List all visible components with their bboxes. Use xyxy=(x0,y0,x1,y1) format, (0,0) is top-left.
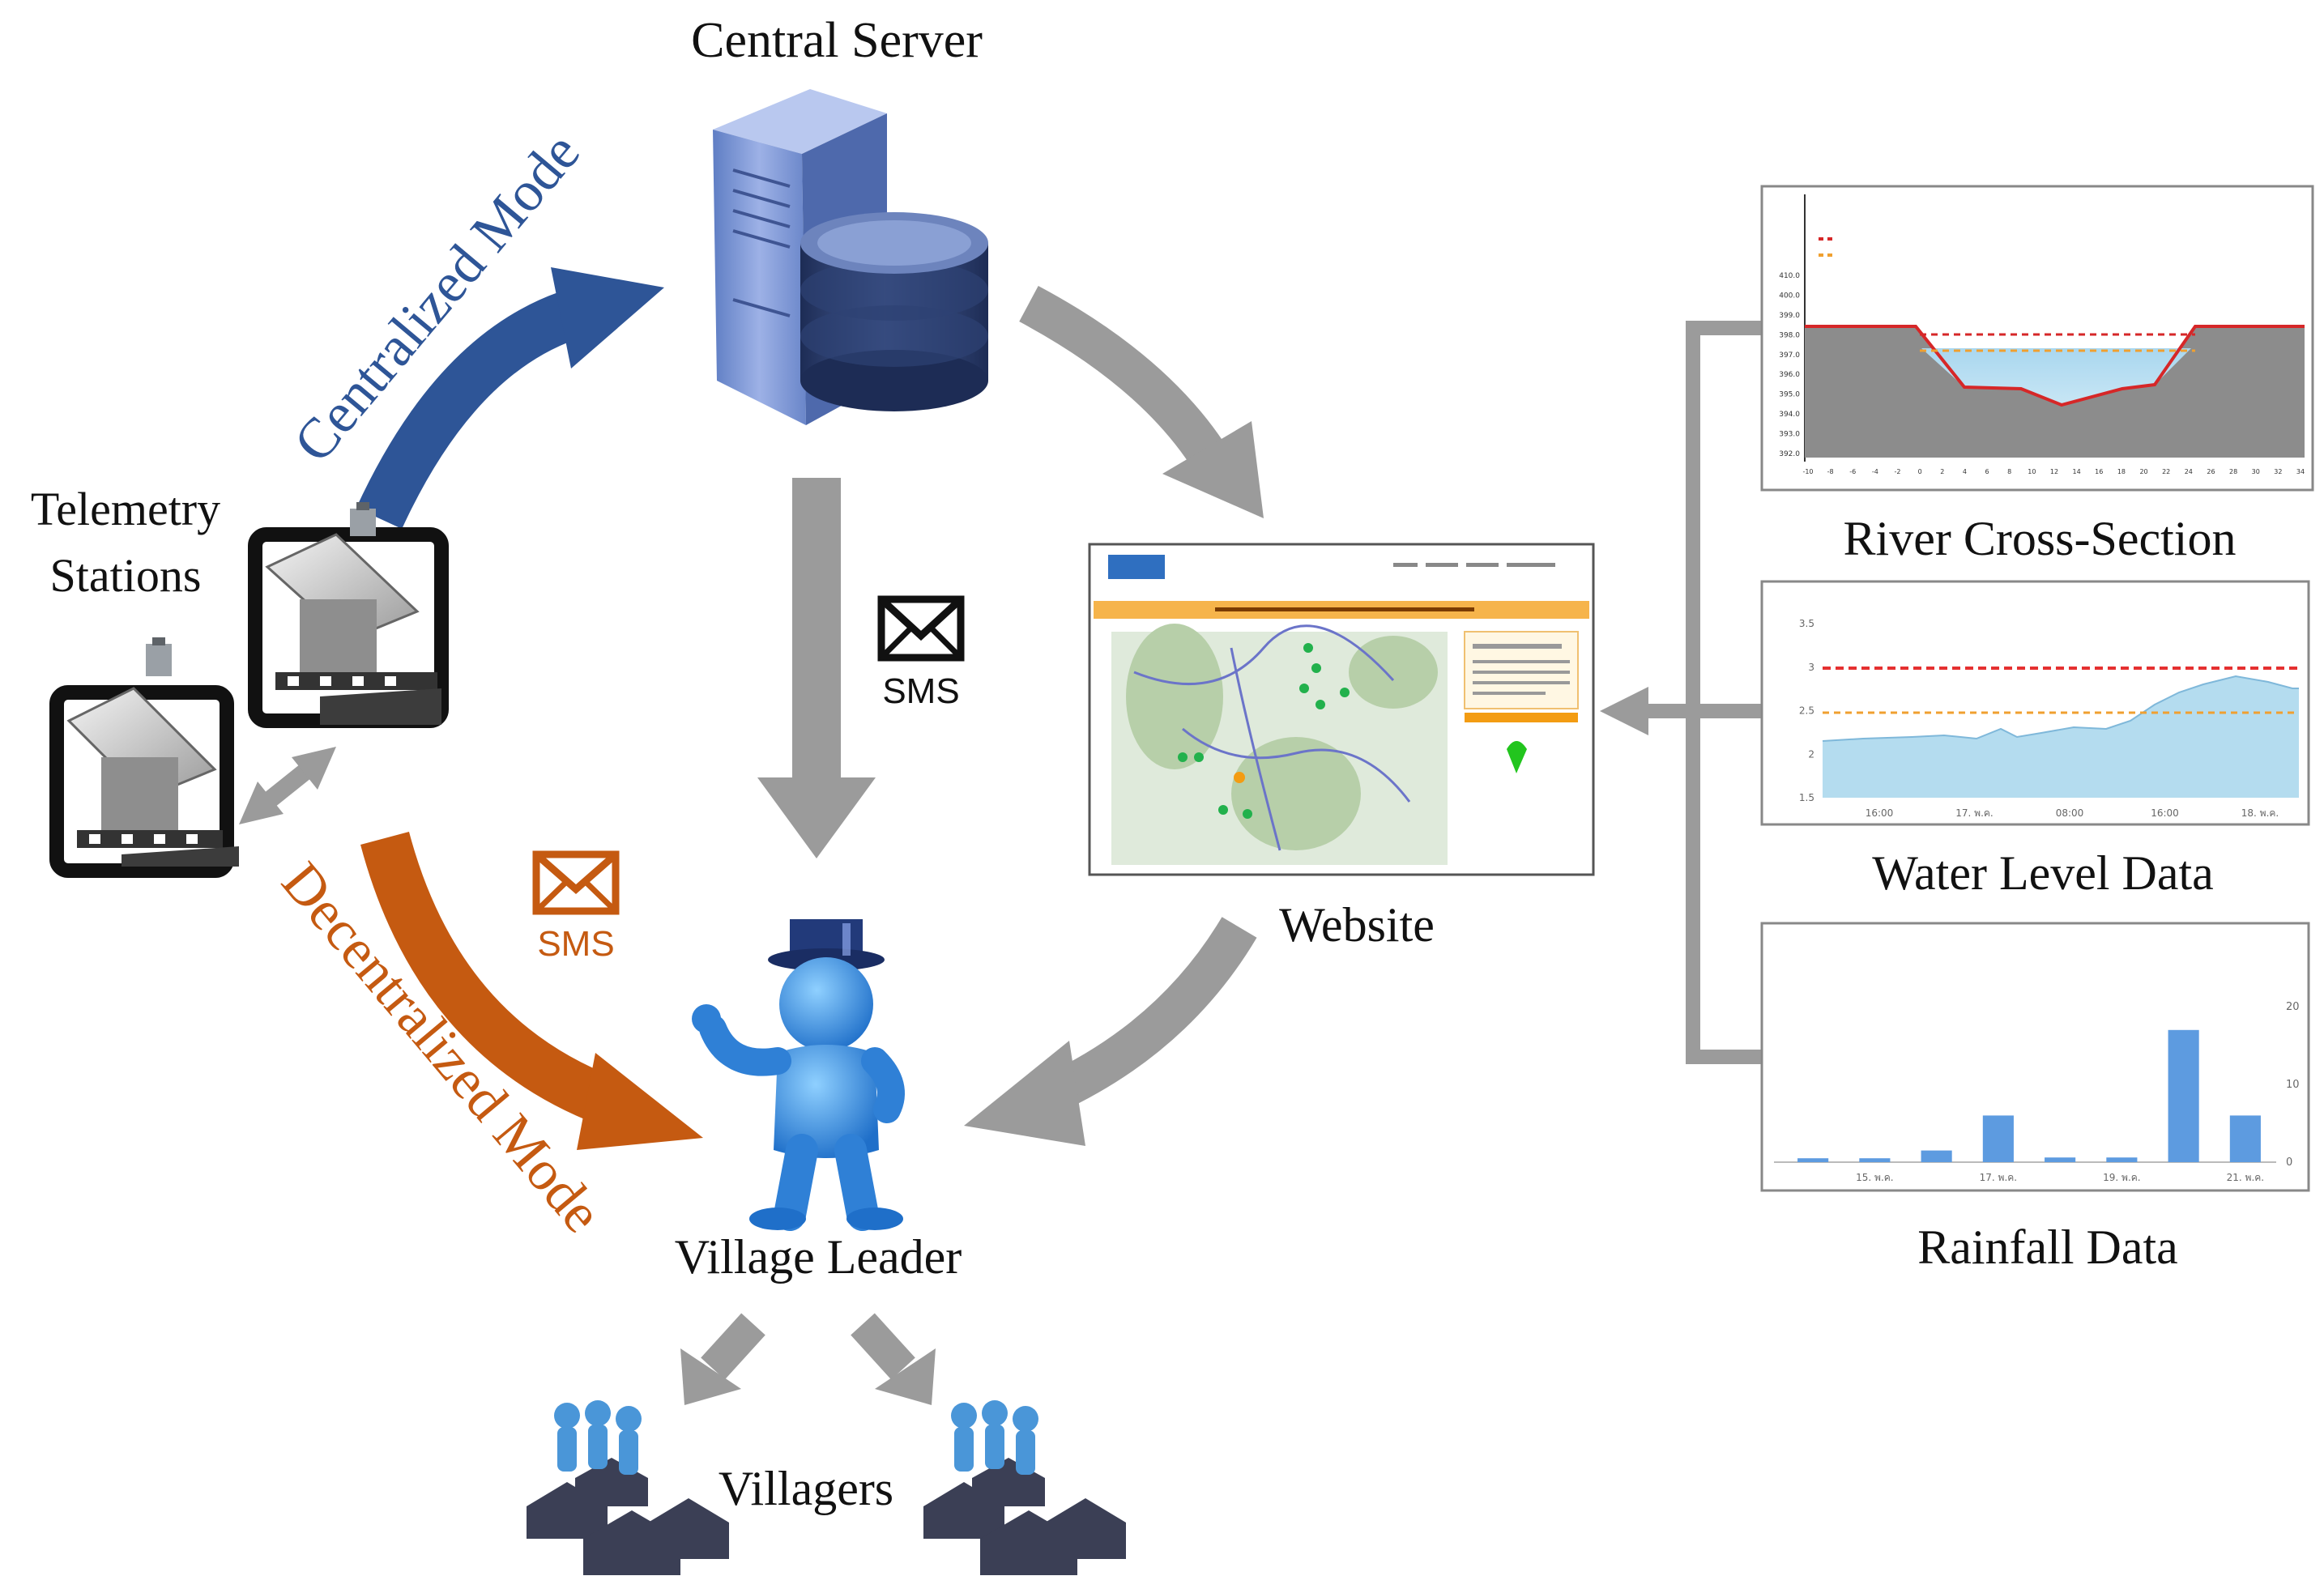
villagers-group-icon xyxy=(923,1400,1126,1575)
water-level-chart: 1.5 2 2.5 3 3.5 16:00 17. พ.ค. 08:00 16:00 18. พ… xyxy=(1760,580,2310,826)
y-tick-label: 3 xyxy=(1808,662,1814,673)
x-tick-label: 30 xyxy=(2252,468,2260,475)
x-tick-label: 18 xyxy=(2117,468,2126,475)
x-tick-label: 0 xyxy=(1918,468,1922,475)
x-tick-label: 6 xyxy=(1985,468,1989,475)
x-tick-label: 16 xyxy=(2095,468,2103,475)
x-tick-label: 08:00 xyxy=(2056,807,2084,819)
decentralized-mode-arrow xyxy=(360,832,703,1150)
leader-to-villagers-left-arrow xyxy=(680,1313,765,1405)
x-tick-label: 17. พ.ค. xyxy=(1980,1172,2017,1183)
x-tick-label: -10 xyxy=(1802,468,1813,475)
river-cross-section-label: River Cross-Section xyxy=(1844,512,2237,565)
leader-to-villagers-right-arrow xyxy=(851,1313,936,1405)
rainfall-bar xyxy=(2045,1157,2076,1162)
y-tick-label: 20 xyxy=(2286,1001,2300,1013)
y-tick-label: 397.0 xyxy=(1779,351,1800,360)
y-tick-label: 394.0 xyxy=(1779,411,1800,419)
rainfall-bar xyxy=(2168,1029,2199,1162)
x-tick-label: 18. พ.ค. xyxy=(2241,807,2279,819)
y-tick-label: 2.5 xyxy=(1799,705,1814,717)
sms-envelope-icon xyxy=(877,595,965,662)
legend xyxy=(1819,237,1832,241)
village-leader-label: Village Leader xyxy=(675,1230,962,1284)
x-tick-label: -6 xyxy=(1849,468,1856,475)
rainfall-bar xyxy=(1797,1158,1829,1162)
y-tick-label: 2 xyxy=(1808,748,1814,760)
x-tick-label: 26 xyxy=(2207,468,2215,475)
website-logo-icon xyxy=(1108,555,1165,579)
village-leader-figure-icon xyxy=(692,919,905,1231)
x-tick-label: 22 xyxy=(2162,468,2170,475)
charts-to-website-connector xyxy=(1600,321,1762,1064)
rainfall-data-label: Rainfall Data xyxy=(1917,1220,2178,1274)
y-tick-label: 400.0 xyxy=(1779,292,1800,300)
y-tick-label: 396.0 xyxy=(1779,371,1800,379)
centralized-mode-arrow xyxy=(356,267,664,529)
x-tick-label: 4 xyxy=(1963,468,1967,475)
x-tick-label: 12 xyxy=(2050,468,2058,475)
telemetry-station-icon xyxy=(248,502,449,728)
x-tick-label: 17. พ.ค. xyxy=(1955,807,1993,819)
x-tick-label: 8 xyxy=(2007,468,2011,475)
y-tick-label: 392.0 xyxy=(1779,450,1800,458)
sms-label-decentral: SMS xyxy=(537,924,614,964)
server-to-leader-arrow xyxy=(757,478,876,858)
x-tick-label: 16:00 xyxy=(1866,807,1894,819)
x-tick-label: -2 xyxy=(1895,468,1901,475)
x-tick-label: 21. พ.ค. xyxy=(2227,1172,2264,1183)
rainfall-bar xyxy=(1982,1115,2014,1162)
y-tick-label: 1.5 xyxy=(1799,792,1814,803)
server-to-website-arrow xyxy=(1019,285,1264,518)
central-server-label: Central Server xyxy=(691,13,983,68)
y-tick-label: 398.0 xyxy=(1779,331,1800,339)
sms-label-central: SMS xyxy=(882,671,959,711)
telemetry-label-line1: Telemetry xyxy=(31,483,220,535)
x-tick-label: 15. พ.ค. xyxy=(1856,1172,1893,1183)
x-tick-label: -4 xyxy=(1872,468,1878,475)
y-tick-label: 10 xyxy=(2286,1079,2300,1091)
x-tick-label: 24 xyxy=(2185,468,2193,475)
website-to-leader-arrow xyxy=(964,917,1257,1146)
villagers-label: Villagers xyxy=(719,1462,893,1515)
x-tick-label: 28 xyxy=(2229,468,2237,475)
x-tick-label: 16:00 xyxy=(2151,807,2179,819)
x-tick-label: -8 xyxy=(1827,468,1834,475)
water-level-data-label: Water Level Data xyxy=(1872,846,2214,900)
x-tick-label: 32 xyxy=(2274,468,2282,475)
telemetry-station-icon xyxy=(49,637,239,878)
x-tick-label: 14 xyxy=(2073,468,2081,475)
station-link-double-arrow xyxy=(239,747,336,824)
rainfall-chart: 0 10 20 15. พ.ค. 17. พ.ค. 19. พ.ค. 21. พ.ค. xyxy=(1760,922,2310,1192)
rainfall-bar xyxy=(1859,1158,1891,1162)
sms-envelope-orange-icon xyxy=(532,850,620,915)
y-tick-label: 3.5 xyxy=(1799,618,1814,629)
rainfall-bar xyxy=(2229,1115,2261,1162)
x-tick-label: 34 xyxy=(2296,468,2305,475)
flow-arrows xyxy=(239,285,1762,1405)
website-label: Website xyxy=(1279,898,1435,952)
database-icon xyxy=(800,212,988,411)
rainfall-bar xyxy=(2106,1157,2138,1162)
x-tick-label: 19. พ.ค. xyxy=(2103,1172,2140,1183)
villagers-group-icon xyxy=(527,1400,729,1575)
x-tick-label: 2 xyxy=(1940,468,1944,475)
telemetry-label-line2: Stations xyxy=(50,549,202,602)
y-tick-label: 393.0 xyxy=(1779,431,1800,439)
y-tick-label: 395.0 xyxy=(1779,391,1800,399)
y-tick-label: 410.0 xyxy=(1779,272,1800,280)
y-tick-label: 0 xyxy=(2286,1156,2292,1169)
river-cross-section-chart: 392.0 393.0 394.0 395.0 396.0 397.0 398.0 399.0… xyxy=(1760,185,2314,492)
x-tick-label: 20 xyxy=(2139,468,2147,475)
y-tick-label: 399.0 xyxy=(1779,312,1800,320)
website-screenshot xyxy=(1088,543,1595,876)
x-tick-label: 10 xyxy=(2028,468,2036,475)
rainfall-bar xyxy=(1921,1150,1952,1162)
